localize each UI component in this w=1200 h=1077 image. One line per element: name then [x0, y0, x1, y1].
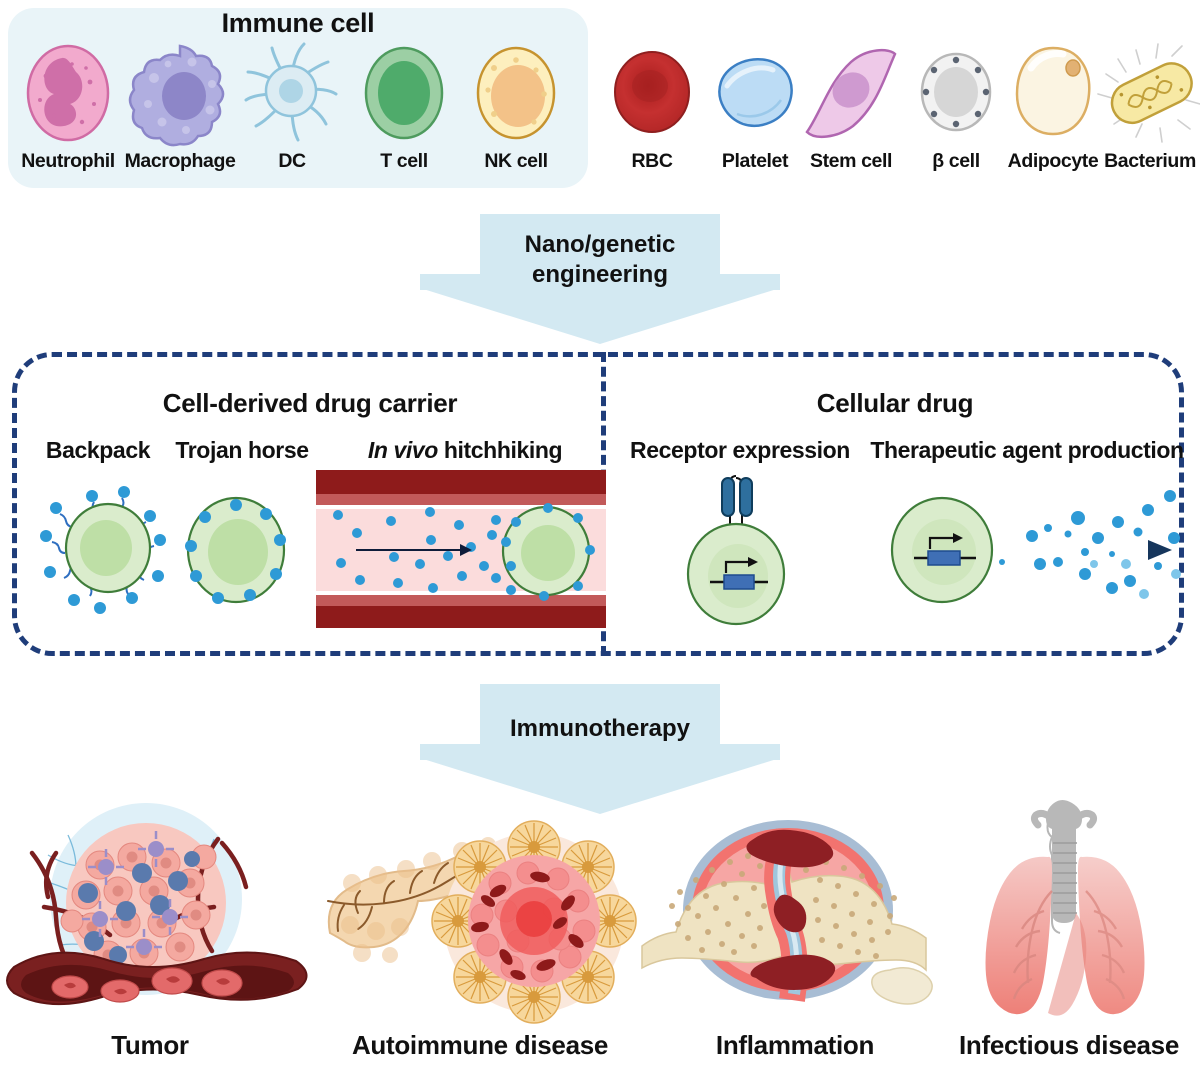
dendritic-cell-icon: [234, 38, 350, 148]
cell-item-rbc: RBC: [594, 38, 710, 188]
subtitle-rest-part: hitchhiking: [437, 437, 563, 463]
vessel-wall-top-outer: [316, 470, 606, 494]
neutrophil-icon: [10, 38, 126, 148]
cell-item-platelet: Platelet: [697, 38, 813, 188]
platelet-icon: [697, 38, 813, 148]
engineered-cell-secretion-icon: [880, 478, 1190, 628]
cell-item-neutrophil: Neutrophil: [10, 38, 126, 188]
cell-label: Platelet: [721, 150, 789, 172]
bacterium-icon: [1092, 38, 1200, 148]
subtitle-receptor-expression: Receptor expression: [630, 437, 850, 463]
macrophage-icon: [122, 38, 238, 148]
cell-label: RBC: [631, 150, 673, 172]
cell-item-t-cell: T cell: [346, 38, 462, 188]
cell-label: T cell: [380, 150, 428, 172]
engineered-cell-receptor-icon: [672, 470, 812, 630]
cell-item-dc: DC: [234, 38, 350, 188]
vessel-wall-top-inner: [316, 494, 606, 505]
cell-label: Stem cell: [809, 150, 893, 172]
arrow-wings: [420, 744, 780, 760]
cell-label: β cell: [932, 150, 980, 172]
cell-item-stem-cell: Stem cell: [793, 38, 909, 188]
red-blood-cell-icon: [594, 38, 710, 148]
subtitle-italic-part: In vivo: [367, 437, 438, 463]
beta-cell-icon: [898, 38, 1014, 148]
disease-label-infectious: Infectious disease: [958, 1030, 1180, 1060]
vessel-wall-gap-top: [316, 505, 606, 509]
t-cell-icon: [346, 38, 462, 148]
cell-loaded-with-nanoparticles-icon: [172, 478, 302, 626]
tumor-illustration: [6, 795, 308, 1020]
cell-label: NK cell: [484, 150, 548, 172]
vessel-wall-gap-bottom: [316, 591, 606, 595]
disease-label-inflammation: Inflammation: [715, 1030, 875, 1060]
section-title-cell-derived-drug-carrier: Cell-derived drug carrier: [162, 388, 458, 418]
cell-with-nanoparticle-backpack-icon: [36, 468, 186, 630]
arrow-wings: [420, 274, 780, 290]
nk-cell-icon: [458, 38, 574, 148]
arrow-tip: [420, 288, 780, 344]
disease-label-tumor: Tumor: [111, 1030, 189, 1060]
subtitle-trojan-horse: Trojan horse: [175, 437, 309, 463]
cell-item-nk-cell: NK cell: [458, 38, 574, 188]
cell-label: Macrophage: [124, 150, 236, 172]
strategies-dashed-box: [12, 352, 1184, 656]
arrow-label: Immunotherapy: [509, 715, 691, 742]
pancreas-islet-illustration: [322, 805, 637, 1024]
cell-item-bacterium: Bacterium: [1092, 38, 1200, 188]
stem-cell-icon: [793, 38, 909, 148]
arrow-tip: [420, 758, 780, 814]
lungs-illustration: [948, 795, 1192, 1023]
disease-label-autoimmune: Autoimmune disease: [351, 1030, 609, 1060]
arrow-label-line2: engineering: [531, 261, 669, 288]
cell-label: Bacterium: [1104, 150, 1196, 172]
blood-vessel-hitchhiking-icon: [316, 470, 606, 628]
cell-label: DC: [278, 150, 306, 172]
cell-label: Adipocyte: [1007, 150, 1099, 172]
arrow-label: Nano/genetic engineering: [420, 230, 780, 290]
nano-genetic-engineering-arrow: Nano/genetic engineering: [420, 214, 780, 344]
inflamed-joint-illustration: [640, 818, 933, 1023]
arrow-label-line1: Nano/genetic: [524, 231, 676, 258]
subtitle-in-vivo-hitchhiking: In vivo hitchhiking: [320, 437, 610, 464]
immunotherapy-arrow: Immunotherapy: [420, 684, 780, 814]
cell-label: Neutrophil: [21, 150, 115, 172]
cell-item-adipocyte: Adipocyte: [995, 38, 1111, 188]
vessel-wall-bottom-outer: [316, 606, 606, 628]
subtitle-therapeutic-agent-production: Therapeutic agent production: [870, 437, 1184, 463]
section-title-cellular-drug: Cellular drug: [816, 388, 974, 418]
adipocyte-icon: [995, 38, 1111, 148]
cell-item-macrophage: Macrophage: [122, 38, 238, 188]
page-title: Immune cell: [221, 8, 375, 38]
vessel-wall-bottom-inner: [316, 595, 606, 606]
subtitle-backpack: Backpack: [45, 437, 151, 463]
cell-item-beta-cell: β cell: [898, 38, 1014, 188]
